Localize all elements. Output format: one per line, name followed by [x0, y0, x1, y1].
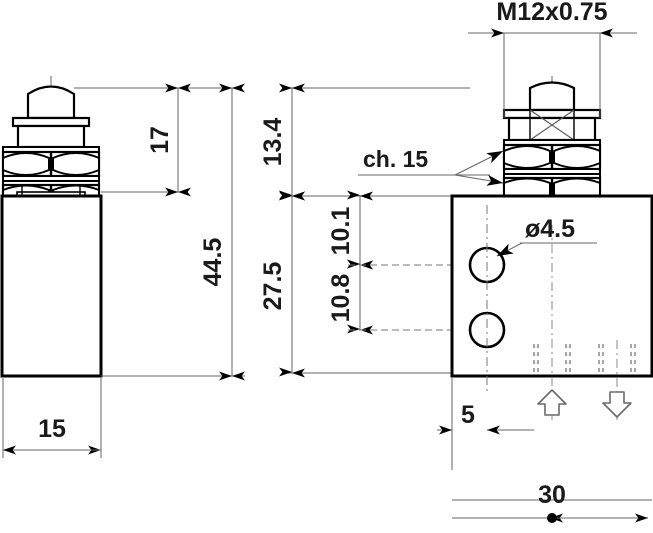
dim-5: 5 — [437, 378, 534, 470]
dim-17-label: 17 — [146, 126, 174, 154]
outlet-port-hidden-lines — [598, 344, 636, 375]
front-boss-top — [502, 108, 602, 120]
dim-30-label: 30 — [538, 481, 566, 509]
dim-44-5: 44.5 — [101, 83, 245, 381]
dim-44-5-label: 44.5 — [199, 238, 227, 287]
arrow-down-icon — [602, 391, 632, 418]
dim-10-1: 10.1 — [327, 190, 373, 270]
leader-to-lower-nut — [454, 174, 504, 186]
front-stem-cap — [528, 81, 576, 112]
leader-to-upper-nut — [454, 150, 504, 176]
front-boss-body — [507, 116, 597, 142]
arrow-up-icon — [537, 389, 567, 416]
side-stem-cap — [26, 85, 76, 120]
dim-17: 17 — [74, 83, 235, 197]
dim-5-label: 5 — [461, 401, 475, 429]
dim-13-4: 13.4 — [259, 83, 470, 201]
side-collar-upper — [11, 116, 91, 128]
dim-10-1-label: 10.1 — [327, 207, 355, 256]
side-collar-body — [16, 124, 86, 149]
dim-30: 30 — [452, 481, 652, 523]
dim-13-4-label: 13.4 — [259, 118, 287, 167]
front-nut-upper — [502, 139, 602, 175]
dim-27-5-label: 27.5 — [259, 262, 287, 311]
side-view-group — [0, 76, 103, 378]
dim-30-origin-dot — [547, 513, 557, 523]
leader-hole-dia: ø4.5 — [496, 215, 597, 257]
dim-10-8: 10.8 — [327, 259, 470, 335]
front-boss-x2 — [529, 109, 575, 141]
side-body — [0, 194, 103, 378]
dim-10-8-label: 10.8 — [327, 274, 355, 323]
dim-thread: M12x0.75 — [468, 0, 637, 118]
side-nut-upper — [1, 146, 101, 182]
leader-spanner: ch. 15 — [358, 146, 504, 186]
hole-dia-leader — [496, 242, 523, 257]
dim-thread-label: M12x0.75 — [496, 0, 607, 26]
inlet-port-hidden-lines — [533, 344, 571, 375]
hole-dia-label: ø4.5 — [525, 215, 575, 243]
dim-27-5: 27.5 — [259, 190, 452, 378]
front-view-group — [450, 76, 653, 420]
dim-15: 15 — [2, 378, 102, 458]
spanner-label: ch. 15 — [363, 146, 428, 172]
dim-15-label: 15 — [38, 415, 66, 443]
